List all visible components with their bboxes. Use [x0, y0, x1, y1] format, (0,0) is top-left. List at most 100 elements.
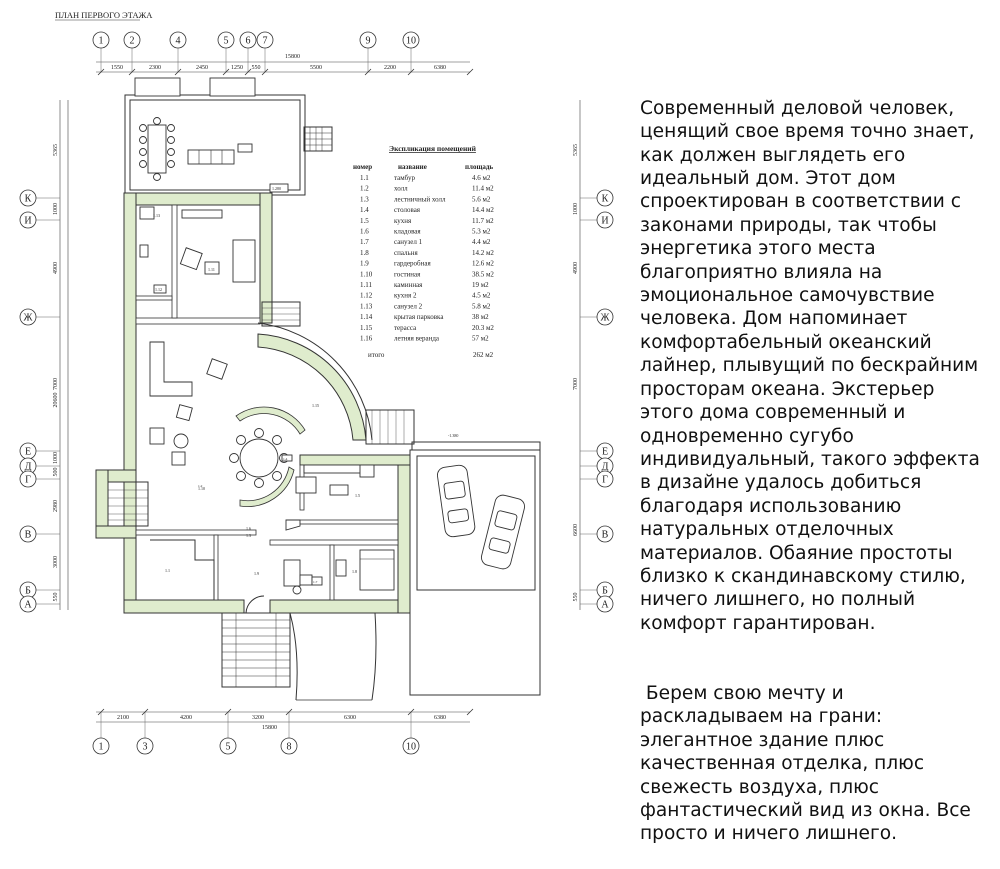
schedule-row-number: 1.4: [360, 206, 369, 214]
axis-top-bubble: [123, 31, 141, 49]
bottom-dimension: 2100: [117, 715, 129, 721]
schedule-row-name: терасса: [394, 324, 417, 332]
axis-left-label: К: [25, 194, 32, 205]
schedule-row-name: кладовая: [394, 228, 421, 236]
left-dimension: 3000: [53, 556, 59, 568]
schedule-row-area: 11.4 м2: [472, 185, 494, 193]
room-schedule: Экспликация помещений номер название пло…: [353, 144, 494, 359]
top-dimension: 550: [252, 65, 261, 71]
dining-curved-wall: [235, 406, 306, 435]
schedule-row-area: 5.8 м2: [472, 302, 491, 310]
schedule-row-area: 4.4 м2: [472, 238, 491, 246]
left-dimension: 1000: [53, 203, 59, 215]
axis-right-label: И: [601, 216, 608, 227]
axis-bottom-bubble: [219, 737, 237, 755]
schedule-row-number: 1.1: [360, 174, 369, 182]
schedule-row-name: санузел 2: [394, 302, 423, 310]
axis-left-bubble: [19, 189, 37, 207]
axis-right-label: К: [602, 194, 609, 205]
schedule-row-name: лестничный холл: [394, 195, 446, 203]
schedule-row-number: 1.8: [360, 249, 369, 257]
axis-left-label: И: [24, 216, 31, 227]
left-dimension: 4900: [53, 262, 59, 274]
top-dimension: 1550: [111, 65, 123, 71]
schedule-row-number: 1.16: [360, 335, 373, 343]
axis-right-bubble: [596, 470, 614, 488]
schedule-row-area: 11.7 м2: [472, 217, 494, 225]
room-tag-vestibule: 1.1: [165, 568, 170, 573]
schedule-row-number: 1.2: [360, 185, 369, 193]
axis-left-label: Е: [25, 447, 31, 458]
schedule-row-area: 20.3 м2: [472, 324, 494, 332]
axis-top-bubble: [402, 31, 420, 49]
right-dimension: 1000: [573, 203, 579, 215]
schedule-header-area: площадь: [465, 163, 493, 171]
axis-top-label: 9: [366, 36, 371, 47]
axis-left-bubble: [19, 470, 37, 488]
bedroom-furniture: 1.8 1.7 1.9: [254, 549, 395, 595]
left-dimension: 2980: [53, 500, 59, 512]
schedule-row-name: кухня 2: [394, 292, 417, 300]
axis-top-label: 6: [246, 36, 251, 47]
schedule-row-number: 1.6: [360, 228, 369, 236]
schedule-header-name: название: [398, 163, 427, 171]
schedule-total-value: 262 м2: [473, 351, 494, 359]
axis-bottom-label: 1: [99, 742, 104, 753]
axis-left-bubble: [19, 308, 37, 326]
schedule-row-number: 1.14: [360, 313, 373, 321]
axis-left-bubble: [19, 211, 37, 229]
axis-right-label: Е: [602, 447, 608, 458]
schedule-row-area: 4.5 м2: [472, 292, 491, 300]
axis-bottom-bubble: [280, 737, 298, 755]
room-tag-bedroom: 1.8: [352, 569, 357, 574]
axis-right-bubble: [596, 525, 614, 543]
top-dimension: 2450: [196, 65, 208, 71]
axis-bottom-bubble: [92, 737, 110, 755]
schedule-row-name: гардеробная: [394, 260, 431, 268]
schedule-row-name: крытая парковка: [394, 313, 444, 321]
schedule-row-number: 1.7: [360, 238, 369, 246]
right-dimension: 6600: [573, 524, 579, 536]
room-tag-stair-hall: 1.3: [246, 533, 251, 538]
schedule-row-number: 1.11: [360, 281, 372, 289]
schedule-row-area: 19 м2: [472, 281, 489, 289]
dining-table: 1.4: [229, 428, 293, 488]
axis-right-label: А: [601, 600, 609, 611]
axis-left-label: Б: [25, 586, 31, 597]
kitchen-furniture: 1.5 1.6: [246, 464, 375, 531]
axis-right-bubble: [596, 308, 614, 326]
schedule-row-number: 1.9: [360, 260, 369, 268]
axis-top-label: 4: [176, 36, 181, 47]
schedule-row-name: санузел 1: [394, 238, 423, 246]
axis-right-bubble: [596, 211, 614, 229]
axis-left-label: В: [25, 530, 32, 541]
schedule-row-area: 38 м2: [472, 313, 489, 321]
room-tag-kitchen2: 1.12: [155, 287, 162, 292]
room-tag-wc2: 1.13: [153, 213, 160, 218]
right-dimension: 550: [573, 593, 579, 602]
axis-bottom-label: 3: [143, 742, 148, 753]
room-tag-living: 1.10: [198, 486, 205, 491]
exterior-walls: [95, 192, 411, 614]
room-tag-veranda: 1.280: [272, 186, 281, 191]
axis-right-label: Ж: [601, 313, 610, 324]
top-dimension: 2200: [384, 65, 396, 71]
bottom-total-dimension: 15800: [262, 725, 277, 731]
schedule-row-area: 38.5 м2: [472, 270, 494, 278]
left-dimension: 500: [53, 468, 59, 477]
room-tag-dining: 1.4: [283, 457, 288, 461]
axis-top-label: 1: [99, 36, 104, 47]
top-dimension: 6380: [434, 65, 446, 71]
axis-right-label: В: [602, 530, 609, 541]
schedule-row-name: тамбур: [394, 174, 415, 182]
room-tag-wc1: 1.7: [313, 580, 318, 584]
axis-right-label: Д: [602, 462, 609, 473]
axis-left-label: Ж: [24, 313, 33, 324]
room-tag-terrace: 1.15: [312, 403, 319, 408]
